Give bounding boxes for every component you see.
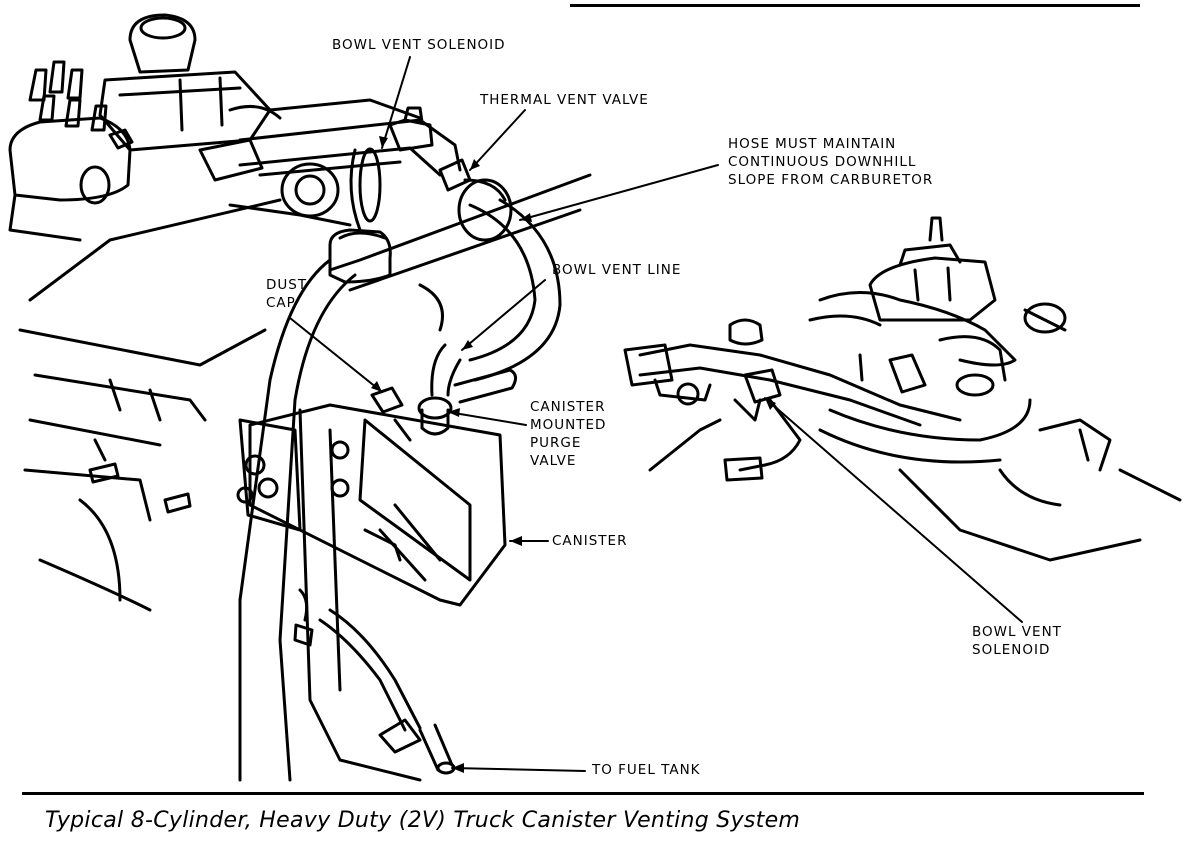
label-line: MOUNTED bbox=[530, 417, 607, 433]
label-dust-cap: DUST CAP bbox=[266, 276, 307, 312]
label-line: TO FUEL TANK bbox=[592, 762, 701, 778]
label-line: VALVE bbox=[530, 453, 577, 469]
label-canister: CANISTER bbox=[552, 532, 627, 550]
carburetor-drawing bbox=[98, 13, 282, 182]
label-line: BOWL VENT SOLENOID bbox=[332, 37, 506, 53]
label-line: CANISTER bbox=[552, 533, 628, 549]
engine-illustration bbox=[8, 13, 1182, 782]
label-to-fuel-tank: TO FUEL TANK bbox=[592, 761, 701, 779]
label-line: CAP bbox=[266, 295, 296, 311]
label-bowl-vent-solenoid-right: BOWL VENT SOLENOID bbox=[972, 623, 1062, 659]
vent-hose-drawing bbox=[430, 198, 562, 404]
label-line: SOLENOID bbox=[972, 642, 1051, 658]
label-line: HOSE MUST MAINTAIN bbox=[728, 136, 897, 152]
right-engine-drawing bbox=[623, 216, 1182, 562]
label-hose-must-maintain: HOSE MUST MAINTAIN CONTINUOUS DOWNHILL SLO… bbox=[728, 135, 933, 189]
label-bowl-vent-solenoid-top: BOWL VENT SOLENOID bbox=[332, 36, 506, 54]
label-canister-mounted-purge-valve: CANISTER MOUNTED PURGE VALVE bbox=[530, 398, 606, 470]
solenoid-cluster-drawing bbox=[349, 106, 513, 242]
label-line: CONTINUOUS DOWNHILL bbox=[728, 154, 917, 170]
canister-drawing bbox=[236, 386, 507, 607]
fuel-tank-line-drawing bbox=[293, 588, 456, 775]
label-line: BOWL VENT bbox=[972, 624, 1062, 640]
label-line: THERMAL VENT VALVE bbox=[480, 92, 649, 108]
label-line: BOWL VENT LINE bbox=[552, 262, 682, 278]
label-bowl-vent-line: BOWL VENT LINE bbox=[552, 261, 681, 279]
radiator-support-drawing bbox=[238, 173, 592, 782]
leader-arrowheads bbox=[371, 136, 776, 773]
figure-caption: Typical 8-Cylinder, Heavy Duty (2V) Truc… bbox=[45, 808, 801, 833]
label-line: PURGE bbox=[530, 435, 582, 451]
label-line: CANISTER bbox=[530, 399, 606, 415]
intake-bracket-drawing bbox=[228, 98, 462, 284]
leader-lines bbox=[289, 56, 1023, 772]
top-rule bbox=[570, 4, 1140, 7]
label-thermal-vent-valve: THERMAL VENT VALVE bbox=[480, 91, 649, 109]
label-line: SLOPE FROM CARBURETOR bbox=[728, 172, 934, 188]
caption-rule bbox=[22, 792, 1144, 795]
fender-panel-drawing bbox=[18, 198, 282, 612]
distributor-drawing bbox=[8, 60, 132, 242]
label-line: DUST bbox=[266, 277, 308, 293]
